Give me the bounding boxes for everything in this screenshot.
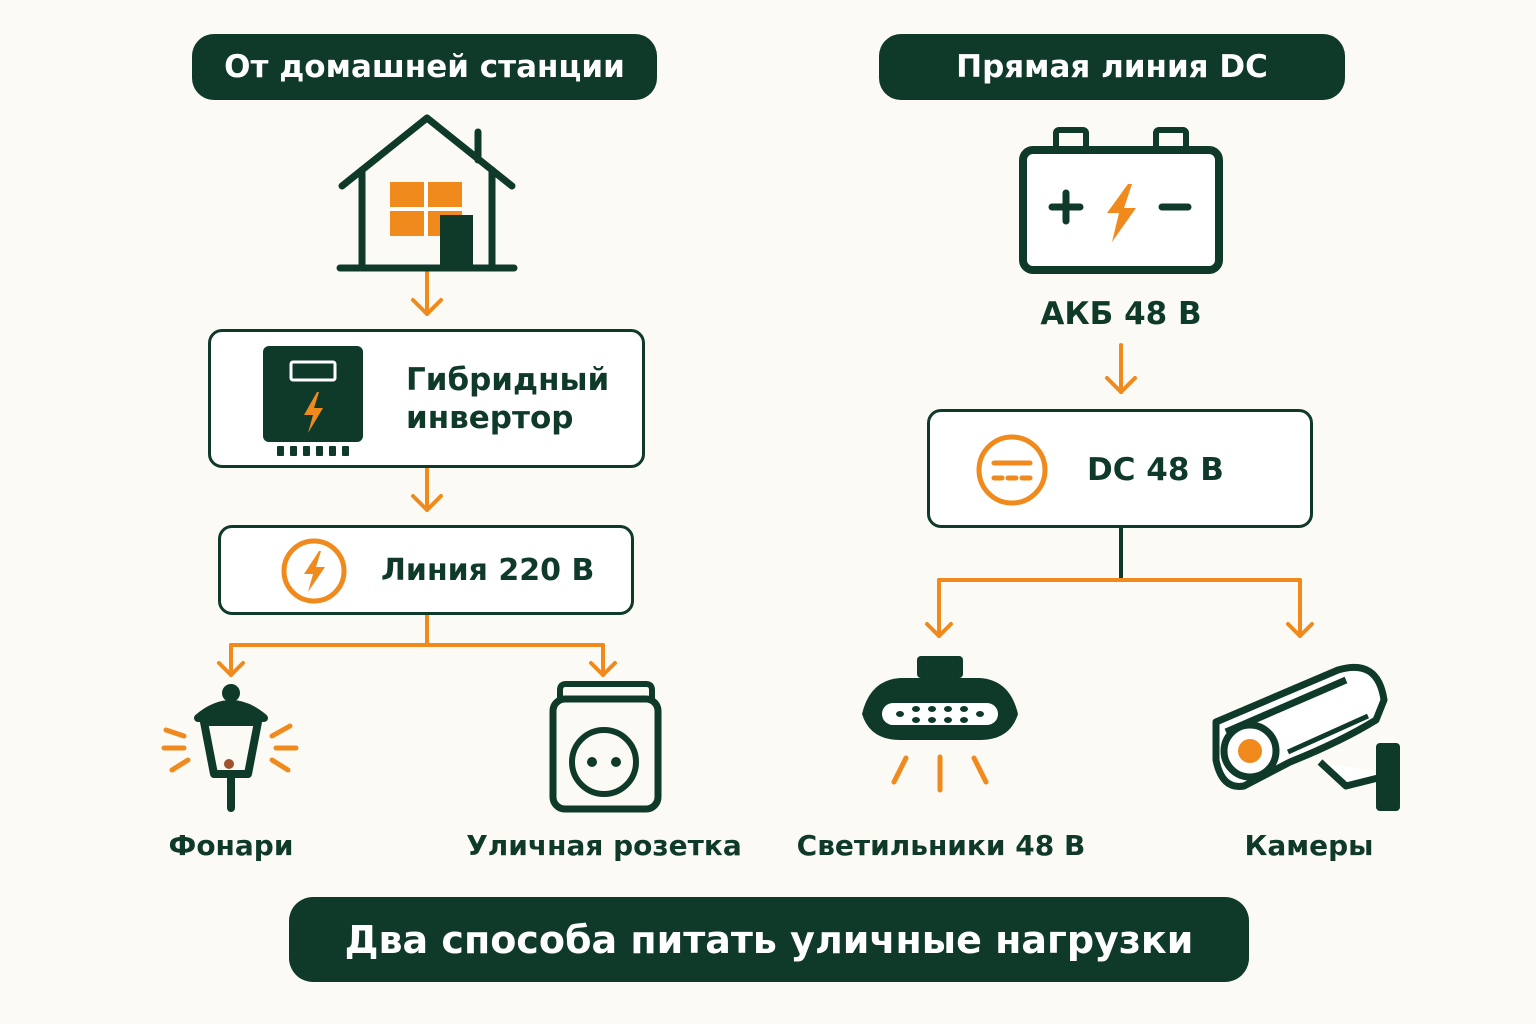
inverter-label-line2: инвертор bbox=[406, 400, 574, 436]
arrow-house-to-inverter bbox=[411, 270, 443, 316]
load-label-lanterns: Фонари bbox=[168, 829, 294, 862]
dc-48-label: DC 48 В bbox=[1087, 452, 1224, 488]
arrow-battery-to-dc bbox=[1105, 343, 1137, 394]
dc-symbol-icon bbox=[976, 434, 1048, 506]
arrow-inverter-to-line bbox=[411, 466, 443, 512]
lightning-icon bbox=[281, 538, 347, 604]
branch-line-220 bbox=[217, 613, 617, 677]
load-label-lights: Светильники 48 В bbox=[796, 829, 1086, 862]
left-title: От домашней станции bbox=[224, 49, 625, 85]
load-label-socket: Уличная розетка bbox=[466, 829, 742, 862]
right-title-pill: Прямая линия DC bbox=[879, 34, 1345, 100]
footer-title: Два способа питать уличные нагрузки bbox=[344, 917, 1194, 962]
line-220-label: Линия 220 В bbox=[381, 553, 595, 588]
load-label-cameras: Камеры bbox=[1244, 829, 1374, 862]
inverter-icon bbox=[263, 346, 363, 456]
branch-dc-48 bbox=[925, 526, 1314, 638]
footer-pill: Два способа питать уличные нагрузки bbox=[289, 897, 1249, 982]
left-title-pill: От домашней станции bbox=[192, 34, 657, 100]
line-220-box: Линия 220 В bbox=[218, 525, 634, 615]
inverter-label-line1: Гибридный bbox=[406, 362, 610, 398]
right-title: Прямая линия DC bbox=[956, 49, 1268, 85]
dc-48-box: DC 48 В bbox=[927, 409, 1313, 528]
inverter-box: Гибридный инвертор bbox=[208, 329, 645, 468]
battery-label: АКБ 48 В bbox=[1040, 296, 1202, 332]
